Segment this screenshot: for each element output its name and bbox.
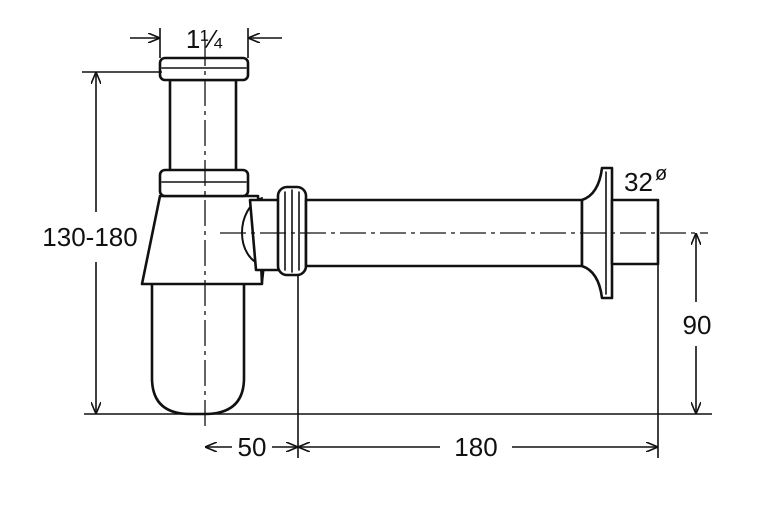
inlet-nut-lower (158, 168, 250, 198)
thread-size-label: 1¼ (186, 24, 222, 54)
wall-stub (610, 198, 660, 266)
tube-length-label: 180 (454, 432, 497, 462)
inlet-nut-top (158, 56, 250, 82)
trap-body (140, 194, 264, 286)
wall-height-label: 90 (683, 310, 712, 340)
height-range-label: 130-180 (42, 222, 137, 252)
inlet-pipe (168, 78, 238, 174)
outlet-diameter-symbol: ø (655, 163, 667, 185)
offset-label: 50 (238, 432, 267, 462)
outlet-connector (248, 198, 282, 272)
outlet-diameter-label: 32 (624, 167, 653, 197)
trap-bottle (150, 280, 246, 416)
